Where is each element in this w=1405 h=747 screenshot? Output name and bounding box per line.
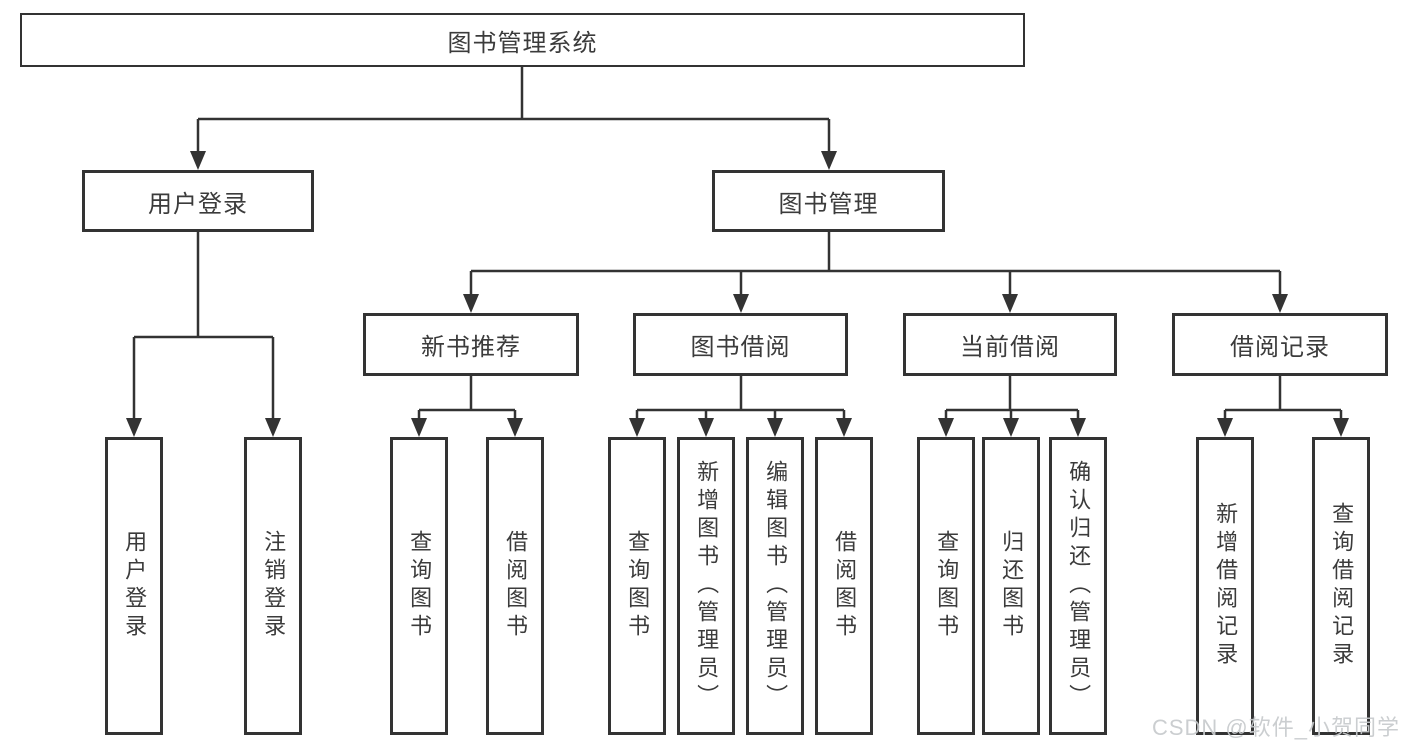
leaf-query-books-borrow-label: 查询图书 bbox=[625, 530, 651, 642]
leaf-return-books: 归还图书 bbox=[982, 437, 1040, 735]
leaf-borrow-books-recommend-label: 借阅图书 bbox=[503, 530, 529, 642]
leaf-logout-label: 注销登录 bbox=[261, 530, 287, 642]
leaf-add-borrow-record: 新增借阅记录 bbox=[1196, 437, 1254, 735]
node-new-book-recommend: 新书推荐 bbox=[363, 313, 579, 376]
leaf-borrow-books: 借阅图书 bbox=[815, 437, 873, 735]
node-user-login: 用户登录 bbox=[82, 170, 314, 232]
leaf-edit-books-admin: 编辑图书（管理员） bbox=[746, 437, 804, 735]
leaf-confirm-return-admin-label: 确认归还（管理员） bbox=[1066, 460, 1092, 712]
node-borrow-records: 借阅记录 bbox=[1172, 313, 1388, 376]
leaf-edit-books-admin-label: 编辑图书（管理员） bbox=[763, 460, 789, 712]
leaf-user-login-label: 用户登录 bbox=[122, 530, 148, 642]
leaf-add-books-admin-label: 新增图书（管理员） bbox=[694, 460, 720, 712]
leaf-query-books-recommend-label: 查询图书 bbox=[407, 530, 433, 642]
node-book-management: 图书管理 bbox=[712, 170, 945, 232]
csdn-watermark: CSDN @软件_小贺同学 bbox=[1151, 715, 1400, 740]
leaf-borrow-books-recommend: 借阅图书 bbox=[486, 437, 544, 735]
leaf-query-books-current-label: 查询图书 bbox=[934, 530, 960, 642]
node-book-borrow: 图书借阅 bbox=[633, 313, 848, 376]
leaf-query-books-recommend: 查询图书 bbox=[390, 437, 448, 735]
leaf-add-books-admin: 新增图书（管理员） bbox=[677, 437, 735, 735]
leaf-add-borrow-record-label: 新增借阅记录 bbox=[1213, 502, 1239, 670]
leaf-confirm-return-admin: 确认归还（管理员） bbox=[1049, 437, 1107, 735]
leaf-query-books-current: 查询图书 bbox=[917, 437, 975, 735]
leaf-borrow-books-label: 借阅图书 bbox=[832, 530, 858, 642]
node-current-borrow: 当前借阅 bbox=[903, 313, 1117, 376]
leaf-query-borrow-record-label: 查询借阅记录 bbox=[1329, 502, 1355, 670]
leaf-return-books-label: 归还图书 bbox=[999, 530, 1025, 642]
leaf-user-login: 用户登录 bbox=[105, 437, 163, 735]
node-library-management-system: 图书管理系统 bbox=[20, 13, 1025, 67]
leaf-logout: 注销登录 bbox=[244, 437, 302, 735]
leaf-query-borrow-record: 查询借阅记录 bbox=[1312, 437, 1370, 735]
leaf-query-books-borrow: 查询图书 bbox=[608, 437, 666, 735]
